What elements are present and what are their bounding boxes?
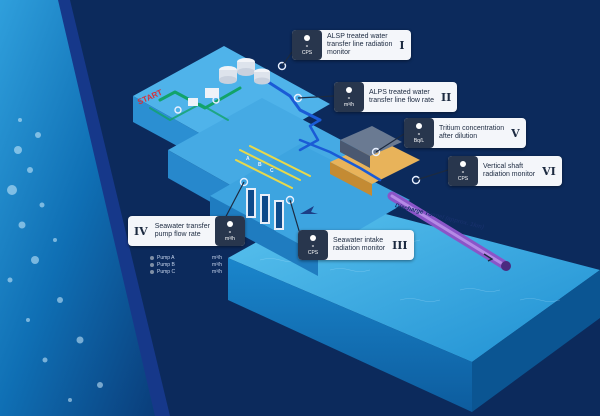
facility-label-c: C [270,168,274,174]
monitor-unit: CPS [301,49,313,56]
callout-VI-vertical-shaft-radiation-monitor[interactable]: - CPS Vertical shaft radiation monitor V… [448,156,562,186]
callout-numeral: V [511,126,520,140]
monitor-device-icon: - CPS [448,156,478,186]
callout-numeral: IV [134,224,148,238]
pump-unit: m³/h [212,269,222,275]
discharge-structure [330,126,420,196]
monitor-device-icon: - m³/h [214,216,245,246]
ocean-photo-strip [0,0,170,416]
pump-row: Pump C m³/h [150,269,222,276]
pump-name: Pump B [157,262,175,268]
callout-text: Seawater transfer pump flow rate [154,223,210,238]
callout-numeral: VI [542,164,556,178]
monitor-device-icon: - m³/h [334,82,364,112]
discharge-tunnel [387,191,511,271]
callout-I-transfer-line-radiation-monitor[interactable]: - CPS ALSP treated water transfer line r… [292,30,411,60]
pump-row: Pump A m³/h [150,255,222,262]
storage-tanks [188,58,270,106]
callout-text: ALPS treated water transfer line flow ra… [369,89,434,104]
flow-arrow-icon [300,206,318,214]
monitor-value: - [228,226,232,236]
monitor-unit: m³/h [344,101,354,108]
land-platform [133,46,410,276]
monitor-device-icon: - CPS [292,30,322,60]
callout-numeral: II [440,90,452,104]
monitor-device-icon: - Bq/L [404,118,434,148]
monitor-value: - [311,240,315,250]
facility-label-b: B [258,162,262,168]
pump-unit: m³/h [212,262,222,268]
monitor-unit: CPS [307,249,319,256]
facility-label-a: A [246,156,250,162]
monitor-unit: Bq/L [413,137,425,144]
callout-II-transfer-line-flow-rate[interactable]: - m³/h ALPS treated water transfer line … [334,82,458,112]
water-flow-arrows [300,206,318,214]
bubble-cluster [7,118,103,402]
monitor-unit: m³/h [224,235,235,242]
pump-list: Pump A m³/h Pump B m³/h Pump C m³/h [150,255,222,276]
callout-text: Tritium concentration after dilution [439,125,505,140]
monitor-unit: CPS [457,175,469,182]
monitor-value: - [347,92,351,102]
flow-arrow-icon [483,253,494,262]
callout-IV-seawater-transfer-pump-flow-rate[interactable]: IV Seawater transfer pump flow rate - m³… [128,216,245,246]
monitor-device-icon: - CPS [298,230,328,260]
monitor-value: - [305,40,309,50]
callout-text: Seawater intake radiation monitor [333,237,386,252]
callout-numeral: III [392,238,408,252]
pump-unit: m³/h [212,255,222,261]
intake-shafts [246,188,284,230]
callout-V-tritium-concentration[interactable]: - Bq/L Tritium concentration after dilut… [404,118,526,148]
callout-text: ALSP treated water transfer line radiati… [327,33,393,56]
pipelines [149,76,382,189]
pump-row: Pump B m³/h [150,262,222,269]
monitor-value: - [461,166,465,176]
callout-numeral: I [399,38,405,52]
callout-III-seawater-intake-radiation-monitor[interactable]: - CPS Seawater intake radiation monitor … [298,230,414,260]
pump-name: Pump C [157,269,176,275]
callout-text: Vertical shaft radiation monitor [483,163,536,178]
monitor-value: - [417,128,421,138]
pump-name: Pump A [157,255,175,261]
